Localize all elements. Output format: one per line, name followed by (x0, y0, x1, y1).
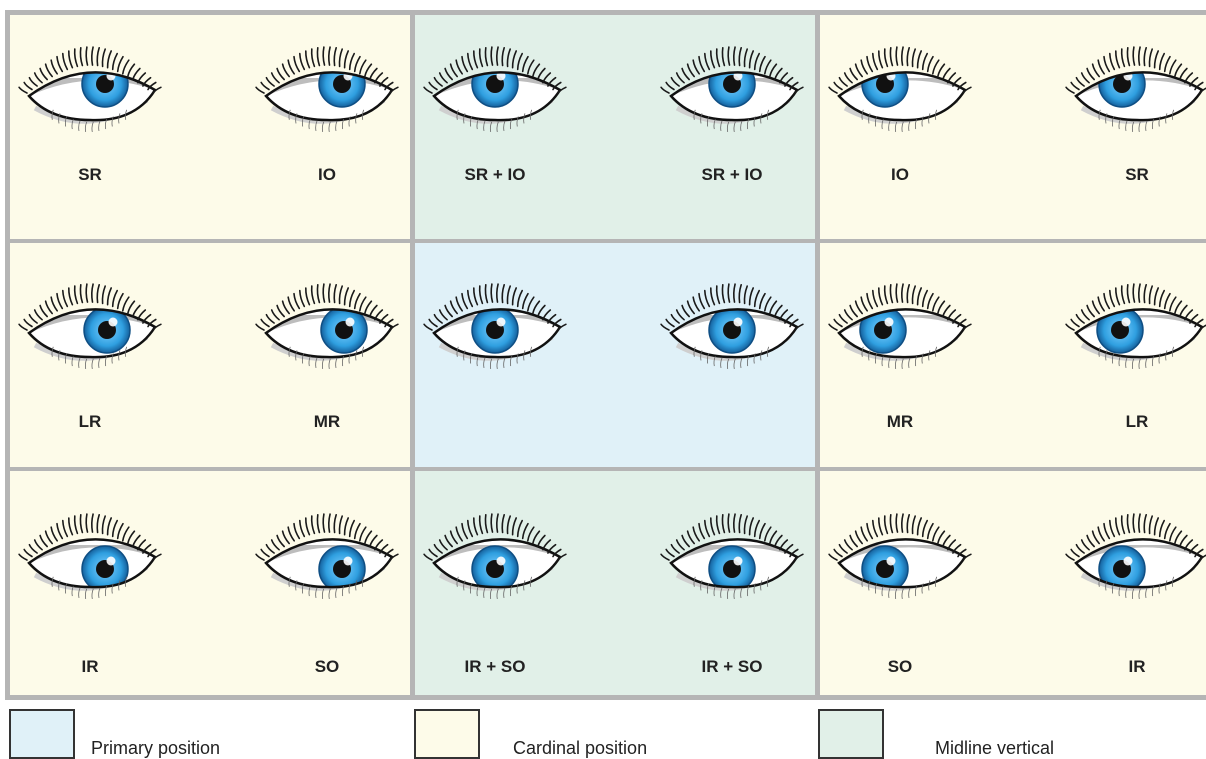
eye-icon-gaze-up-right (252, 38, 402, 148)
muscle-label: IR (1077, 657, 1197, 677)
legend-swatch-primary (9, 709, 75, 759)
eye-icon-gaze-down-left (825, 505, 975, 615)
eye-icon-gaze-up-left (1062, 38, 1206, 148)
eye-icon-gaze-up (657, 38, 807, 148)
legend-label-cardinal: Cardinal position (513, 738, 647, 759)
eye-icon-gaze-right (252, 275, 402, 385)
legend-label-midline: Midline vertical (935, 738, 1054, 759)
eye-icon-gaze-down (420, 505, 570, 615)
legend-swatch-cardinal (414, 709, 480, 759)
muscle-label: SR (1077, 165, 1197, 185)
muscle-label: LR (1077, 412, 1197, 432)
eye-icon-gaze-up (420, 38, 570, 148)
eye-icon-gaze-up-right (15, 38, 165, 148)
muscle-label: MR (267, 412, 387, 432)
muscle-label: SR + IO (672, 165, 792, 185)
eye-icon-gaze-center (420, 275, 570, 385)
eye-icon-gaze-left (1062, 275, 1206, 385)
muscle-label: LR (30, 412, 150, 432)
muscle-label: IR + SO (672, 657, 792, 677)
muscle-label: SR + IO (435, 165, 555, 185)
muscle-label: IO (267, 165, 387, 185)
extraocular-muscle-grid: SR IO SR + IO (5, 10, 1206, 700)
muscle-label: SR (30, 165, 150, 185)
muscle-label: SO (267, 657, 387, 677)
muscle-label: IR + SO (435, 657, 555, 677)
eye-icon-gaze-left (825, 275, 975, 385)
muscle-label: SO (840, 657, 960, 677)
muscle-label: IO (840, 165, 960, 185)
eye-icon-gaze-right (15, 275, 165, 385)
eye-icon-gaze-down-left (1062, 505, 1206, 615)
muscle-label: MR (840, 412, 960, 432)
eye-icon-gaze-down (657, 505, 807, 615)
muscle-label: IR (30, 657, 150, 677)
legend-swatch-midline (818, 709, 884, 759)
eye-icon-gaze-down-right (252, 505, 402, 615)
eye-icon-gaze-up-left (825, 38, 975, 148)
eye-icon-gaze-center (657, 275, 807, 385)
legend-label-primary: Primary position (91, 738, 220, 759)
eye-icon-gaze-down-right (15, 505, 165, 615)
